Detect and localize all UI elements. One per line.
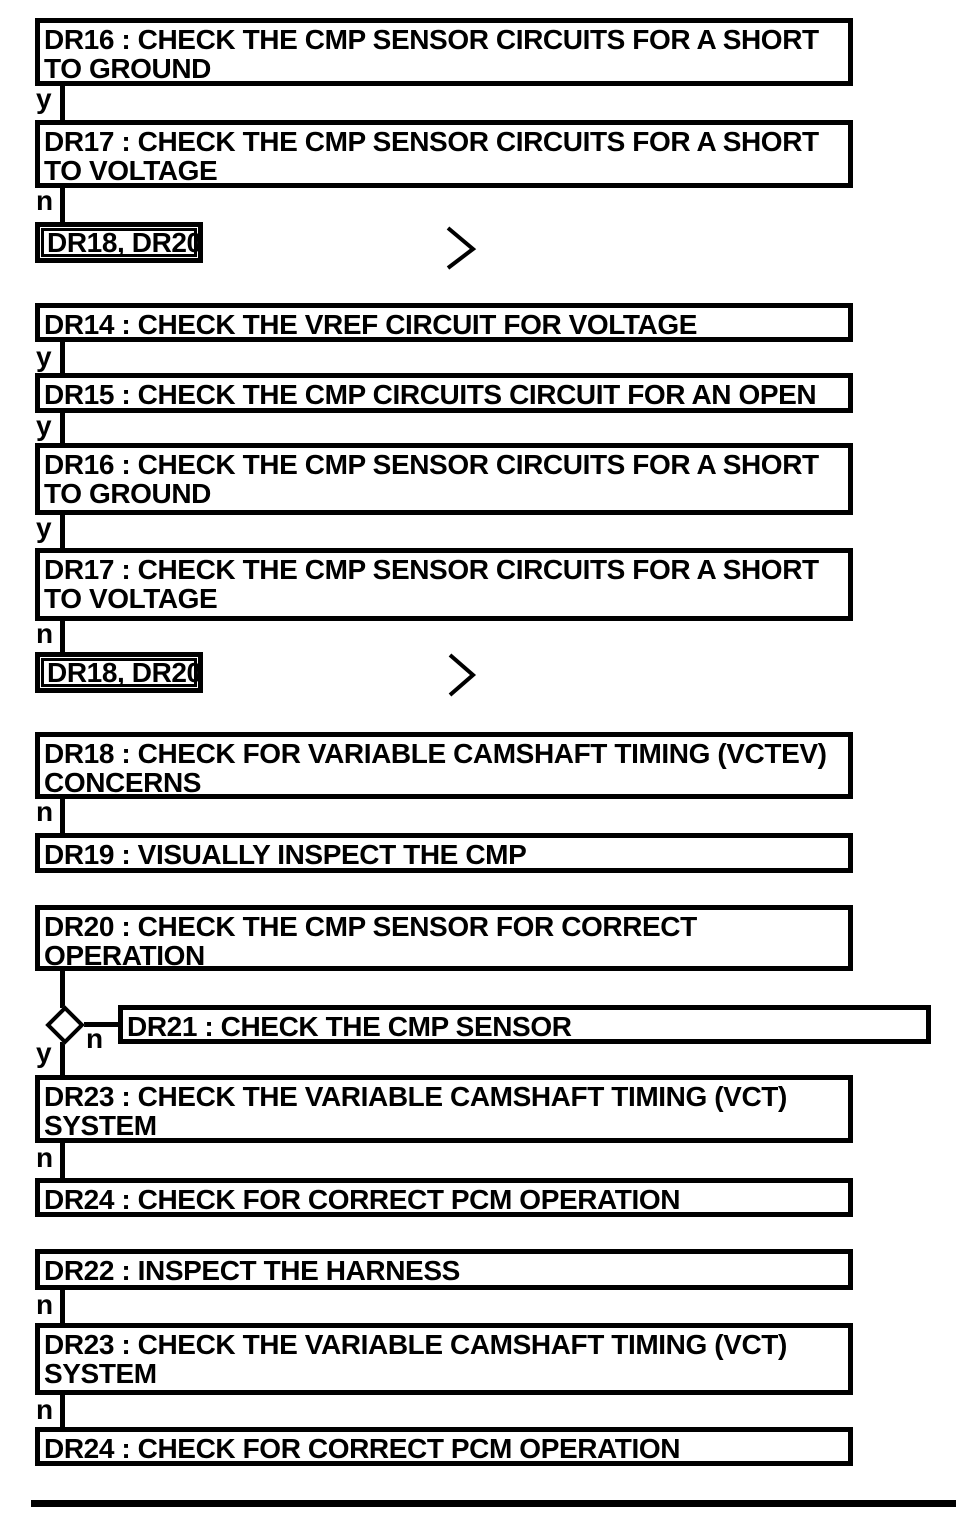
flow-box-text: TO VOLTAGE xyxy=(44,155,218,186)
branch-label-c5: y xyxy=(36,512,52,543)
branch-label-c3: y xyxy=(36,341,52,372)
branch-label-c2: n xyxy=(36,185,53,216)
flow-box-text: TO GROUND xyxy=(44,478,211,509)
flow-box-text: DR24 : CHECK FOR CORRECT PCM OPERATION xyxy=(44,1184,681,1215)
flow-box-dr16b: DR16 : CHECK THE CMP SENSOR CIRCUITS FOR… xyxy=(35,443,853,515)
branch-label-c6: n xyxy=(36,618,53,649)
flow-box-text: DR16 : CHECK THE CMP SENSOR CIRCUITS FOR… xyxy=(44,24,819,55)
flow-box-dr16a: DR16 : CHECK THE CMP SENSOR CIRCUITS FOR… xyxy=(35,18,853,86)
flow-box-dr17a: DR17 : CHECK THE CMP SENSOR CIRCUITS FOR… xyxy=(35,120,853,188)
flow-box-dr24b: DR24 : CHECK FOR CORRECT PCM OPERATION xyxy=(35,1427,853,1466)
connector-line-c10 xyxy=(60,1141,65,1180)
flow-box-dr23a: DR23 : CHECK THE VARIABLE CAMSHAFT TIMIN… xyxy=(35,1075,853,1143)
connector-line-cd xyxy=(84,1022,118,1027)
flow-box-text: DR18, DR20 xyxy=(47,227,202,258)
flow-box-text: DR18 : CHECK FOR VARIABLE CAMSHAFT TIMIN… xyxy=(44,738,827,769)
flow-box-text: DR24 : CHECK FOR CORRECT PCM OPERATION xyxy=(44,1433,681,1464)
flow-box-dr21: DR21 : CHECK THE CMP SENSOR xyxy=(118,1005,931,1044)
reference-box-refa: DR18, DR20 xyxy=(35,222,203,263)
reference-box-refb: DR18, DR20 xyxy=(35,652,203,693)
branch-label-c12: n xyxy=(36,1394,53,1425)
branch-label-c10: n xyxy=(36,1142,53,1173)
flow-box-text: OPERATION xyxy=(44,940,205,971)
chevron-right-icon xyxy=(446,226,477,270)
chevron-right-icon xyxy=(448,653,477,697)
flow-box-dr23b: DR23 : CHECK THE VARIABLE CAMSHAFT TIMIN… xyxy=(35,1323,853,1395)
flow-box-text: DR17 : CHECK THE CMP SENSOR CIRCUITS FOR… xyxy=(44,126,819,157)
flow-box-dr14: DR14 : CHECK THE VREF CIRCUIT FOR VOLTAG… xyxy=(35,303,853,342)
connector-line-c3 xyxy=(60,340,65,375)
reference-box-inner-border: DR18, DR20 xyxy=(41,227,202,258)
connector-line-c9 xyxy=(60,1042,65,1077)
decision-diamond xyxy=(45,1005,85,1045)
flow-box-text: TO VOLTAGE xyxy=(44,583,218,614)
flow-box-text: DR23 : CHECK THE VARIABLE CAMSHAFT TIMIN… xyxy=(44,1329,787,1360)
flow-box-text: DR22 : INSPECT THE HARNESS xyxy=(44,1255,460,1286)
flow-box-text: DR23 : CHECK THE VARIABLE CAMSHAFT TIMIN… xyxy=(44,1081,787,1112)
flow-box-text: DR16 : CHECK THE CMP SENSOR CIRCUITS FOR… xyxy=(44,449,819,480)
connector-line-c2 xyxy=(60,186,65,224)
flow-box-dr24a: DR24 : CHECK FOR CORRECT PCM OPERATION xyxy=(35,1178,853,1217)
branch-label-cd: n xyxy=(86,1023,103,1054)
flow-box-text: SYSTEM xyxy=(44,1110,157,1141)
flow-box-dr17b: DR17 : CHECK THE CMP SENSOR CIRCUITS FOR… xyxy=(35,548,853,621)
flow-box-text: DR17 : CHECK THE CMP SENSOR CIRCUITS FOR… xyxy=(44,554,819,585)
flow-box-text: DR21 : CHECK THE CMP SENSOR xyxy=(127,1011,572,1042)
branch-label-c11: n xyxy=(36,1289,53,1320)
connector-line-c8 xyxy=(60,969,65,1008)
flow-box-text: DR14 : CHECK THE VREF CIRCUIT FOR VOLTAG… xyxy=(44,309,698,340)
branch-label-c7: n xyxy=(36,796,53,827)
flow-box-text: SYSTEM xyxy=(44,1358,157,1389)
flow-box-text: DR15 : CHECK THE CMP CIRCUITS CIRCUIT FO… xyxy=(44,379,817,410)
connector-line-c11 xyxy=(60,1288,65,1325)
flow-box-dr19: DR19 : VISUALLY INSPECT THE CMP xyxy=(35,833,853,873)
branch-label-c4: y xyxy=(36,410,52,441)
flow-box-dr15: DR15 : CHECK THE CMP CIRCUITS CIRCUIT FO… xyxy=(35,373,853,413)
flow-box-text: DR20 : CHECK THE CMP SENSOR FOR CORRECT xyxy=(44,911,697,942)
connector-line-c1 xyxy=(60,84,65,122)
branch-label-c9: y xyxy=(36,1037,52,1068)
reference-box-inner-border: DR18, DR20 xyxy=(41,657,202,688)
connector-line-c4 xyxy=(60,411,65,445)
flow-box-text: DR18, DR20 xyxy=(47,657,202,688)
connector-line-c12 xyxy=(60,1393,65,1429)
bottom-rule xyxy=(31,1500,956,1507)
branch-label-c1: y xyxy=(36,83,52,114)
flow-box-text: TO GROUND xyxy=(44,53,211,84)
flow-box-text: CONCERNS xyxy=(44,767,202,798)
connector-line-c5 xyxy=(60,513,65,550)
connector-line-c7 xyxy=(60,797,65,835)
flow-box-dr18: DR18 : CHECK FOR VARIABLE CAMSHAFT TIMIN… xyxy=(35,732,853,799)
flow-box-dr22: DR22 : INSPECT THE HARNESS xyxy=(35,1249,853,1290)
flow-box-text: DR19 : VISUALLY INSPECT THE CMP xyxy=(44,839,527,870)
connector-line-c6 xyxy=(60,619,65,654)
